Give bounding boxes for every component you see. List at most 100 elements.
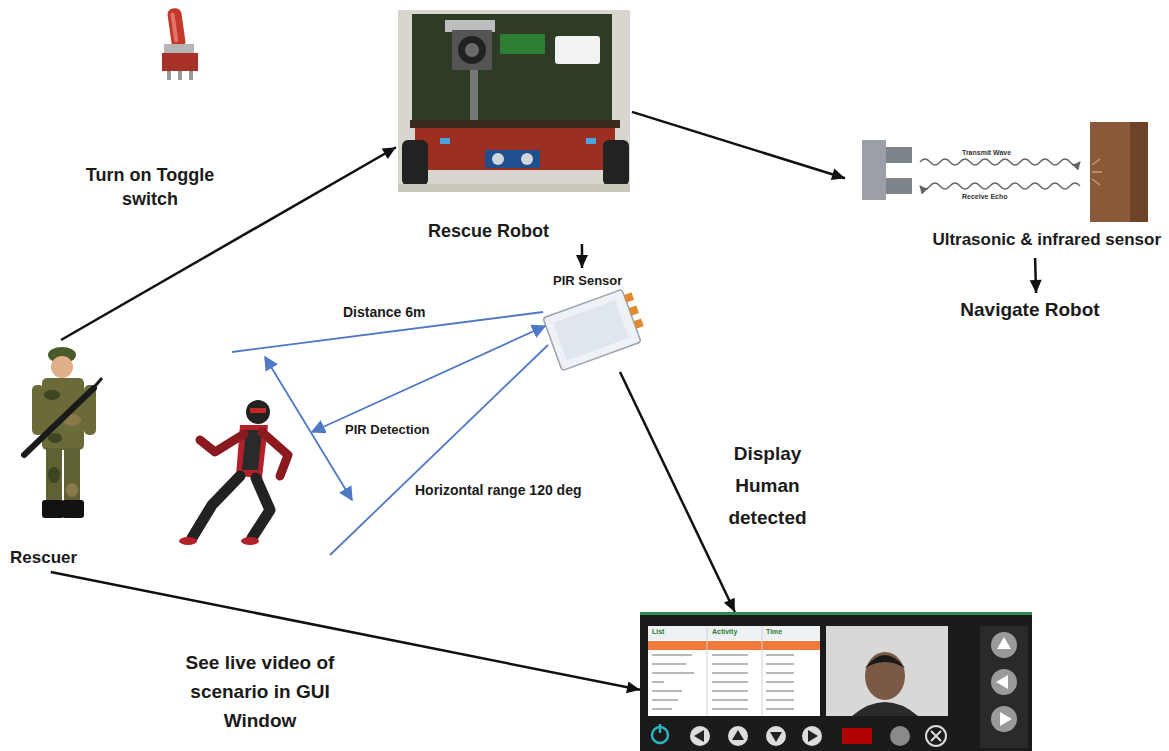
gui-window-screen-part-part bbox=[712, 690, 748, 692]
running-figure-part bbox=[192, 476, 240, 538]
gui-window-screen-part-part bbox=[766, 672, 794, 674]
toggle-switch-part bbox=[167, 7, 186, 49]
running-figure-part bbox=[179, 537, 197, 545]
gui-window-screen-part-part bbox=[652, 681, 664, 683]
robot-photo-part bbox=[440, 138, 450, 144]
flow-arrow bbox=[51, 572, 640, 690]
gui-window-screen-part bbox=[728, 726, 748, 746]
running-figure bbox=[179, 400, 288, 545]
ultrasonic-illustration-part bbox=[1092, 159, 1102, 185]
pir-sensor-board-part bbox=[553, 300, 629, 360]
node-caption: Navigate Robot bbox=[925, 298, 1135, 321]
gui-window-screen-part-part bbox=[712, 708, 748, 710]
gui-window-screen-part bbox=[826, 626, 948, 716]
ultrasonic-illustration-part bbox=[1090, 122, 1148, 222]
robot-photo-part bbox=[470, 70, 478, 120]
gui-window-screen-part-part bbox=[712, 672, 748, 674]
gui-window-screen-part bbox=[997, 637, 1011, 649]
toggle-switch-part bbox=[170, 12, 178, 42]
rescuer-figure-part bbox=[46, 448, 62, 506]
gui-window-screen-part-part bbox=[652, 708, 672, 710]
node-caption: List bbox=[652, 628, 707, 636]
ultrasonic-illustration-part bbox=[862, 140, 886, 200]
gui-window-screen-part-part bbox=[766, 663, 794, 665]
ultrasonic-illustration bbox=[862, 122, 1148, 222]
gui-window-screen-part-part bbox=[766, 699, 794, 701]
gui-window-screen-part bbox=[802, 726, 822, 746]
gui-window-screen-part-part bbox=[766, 681, 794, 683]
detection-field-lines bbox=[232, 312, 548, 555]
pir-sensor-node: PIR Sensor bbox=[540, 268, 645, 372]
annotation-label: PIR Detection bbox=[345, 422, 455, 438]
ultrasonic-illustration-part bbox=[886, 147, 912, 163]
gui-window-screen-part-part bbox=[766, 690, 794, 692]
sensor-node: Ultrasonic & infrared sensor bbox=[845, 118, 1165, 258]
gui-window-screen-part bbox=[640, 612, 1032, 615]
gui-window-screen-part bbox=[852, 702, 918, 716]
detection-field-lines-part bbox=[312, 326, 545, 432]
gui-window-screen-part bbox=[707, 626, 708, 716]
toggle-switch-part bbox=[178, 71, 182, 80]
pir-sensor-board-part bbox=[629, 305, 639, 315]
arrow-head bbox=[576, 255, 588, 268]
gui-window-screen-part bbox=[640, 612, 1032, 751]
gui-window-screen-part-part bbox=[712, 663, 748, 665]
detection-field-lines-part bbox=[330, 345, 548, 555]
rescuer-figure-part bbox=[48, 467, 60, 483]
running-figure-part bbox=[250, 408, 266, 413]
node-caption: PIR Sensor bbox=[553, 273, 643, 289]
gui-window-screen-part bbox=[931, 731, 941, 741]
gui-window-screen-part bbox=[842, 728, 872, 744]
gui-window-screen-part-part bbox=[766, 654, 794, 656]
gui-window-screen-part bbox=[690, 726, 710, 746]
gui-window-screen-part bbox=[991, 632, 1017, 658]
rescuer-figure-part bbox=[62, 500, 84, 518]
rescuer-figure-part bbox=[64, 448, 80, 506]
pir-sensor-board-part bbox=[634, 319, 644, 329]
arrow-head bbox=[382, 147, 396, 159]
pir-sensor-board bbox=[543, 287, 649, 371]
rescuer-figure-part bbox=[90, 378, 102, 392]
gui-window-screen-part bbox=[991, 669, 1017, 695]
toggle-switch-part bbox=[164, 44, 194, 53]
node-caption: Rescuer bbox=[10, 548, 110, 568]
annotation-label: Turn on Toggle switch bbox=[70, 163, 230, 211]
gui-window-screen-part-part bbox=[652, 654, 692, 656]
gui-window-screen-part bbox=[648, 626, 820, 716]
robot-photo-part bbox=[398, 184, 630, 192]
arrow-head bbox=[724, 598, 735, 612]
ultrasonic-illustration-part bbox=[1130, 122, 1148, 222]
flow-arrow bbox=[632, 112, 845, 178]
gui-window-screen-part bbox=[762, 626, 763, 716]
rescuer-figure-part bbox=[51, 356, 73, 378]
gui-window-screen-part bbox=[659, 724, 662, 733]
process-label: Navigate Robot bbox=[925, 293, 1137, 329]
gui-window-screen-part bbox=[996, 675, 1008, 689]
running-figure-part bbox=[241, 537, 259, 545]
gui-window-screen-part bbox=[648, 626, 820, 640]
robot-photo-part bbox=[485, 150, 540, 168]
edge-label: See live video of scenario in GUI Window bbox=[165, 648, 355, 735]
rescuer-figure-part bbox=[66, 483, 78, 497]
robot-photo-part bbox=[586, 138, 596, 144]
running-figure-part bbox=[200, 434, 244, 452]
robot-photo-part bbox=[465, 43, 479, 57]
running-figure-part bbox=[252, 478, 270, 538]
pir-sensor-board-part bbox=[624, 292, 634, 302]
gui-window-screen-part bbox=[890, 726, 910, 746]
gui-window-screen-part-part bbox=[712, 654, 748, 656]
toggle-switch bbox=[162, 7, 198, 80]
gui-window-screen-part bbox=[865, 652, 905, 700]
robot-photo-part bbox=[458, 36, 486, 64]
arrow-head bbox=[626, 681, 640, 693]
gui-window-screen-part bbox=[770, 732, 782, 742]
arrow-head bbox=[1030, 280, 1042, 293]
arrow-head bbox=[831, 169, 845, 180]
toggle-switch-part bbox=[162, 53, 198, 71]
node-caption: Ultrasonic & infrared sensor bbox=[849, 230, 1161, 250]
ultrasonic-illustration-part bbox=[920, 159, 1080, 165]
robot-photo-part bbox=[410, 120, 620, 128]
